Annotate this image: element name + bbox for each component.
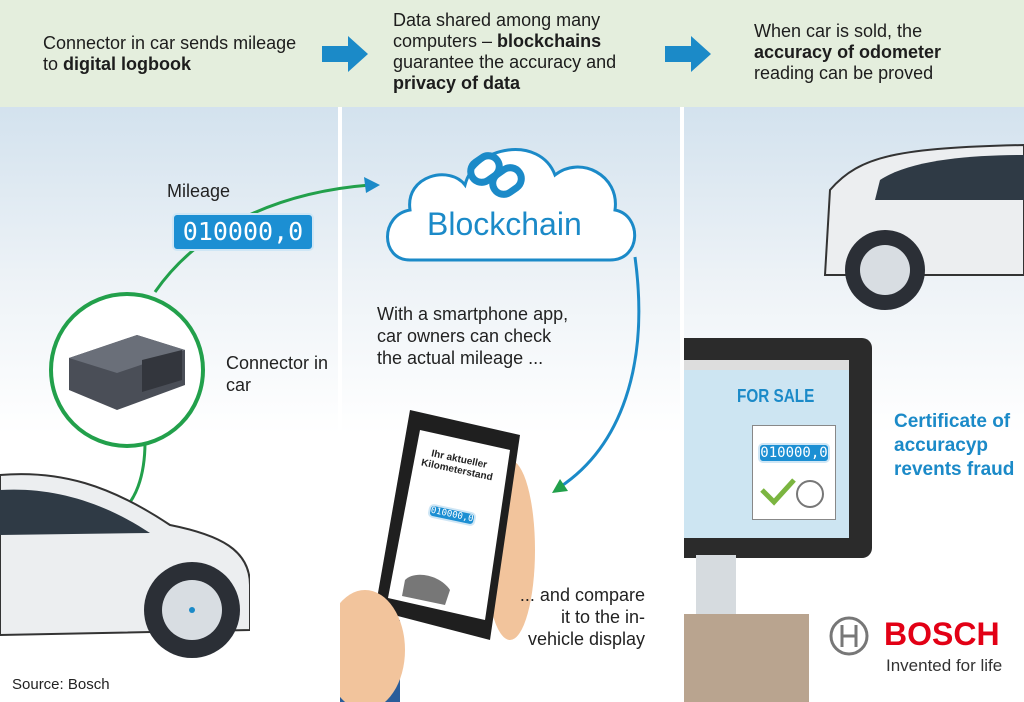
arrow-right-icon xyxy=(665,36,711,72)
divider xyxy=(338,107,342,702)
bosch-tagline: Invented for life xyxy=(886,656,1003,675)
compare-text: ... and compare it to the in-vehicle dis… xyxy=(519,585,645,649)
for-sale-label: FOR SALE xyxy=(737,386,815,406)
arrow-right-icon xyxy=(322,36,368,72)
checkmark-seal-icon xyxy=(760,478,824,508)
desk xyxy=(684,614,809,702)
odometer-display: 010000,0 xyxy=(172,213,314,251)
obd-connector-icon xyxy=(49,292,205,448)
blockchain-label: Blockchain xyxy=(427,206,582,242)
certificate-odometer: 010000,0 xyxy=(758,443,830,463)
certificate xyxy=(752,425,836,520)
step-1-text: Connector in car sends mileage to digita… xyxy=(43,33,297,74)
connector-label: Connector in car xyxy=(226,353,329,395)
step-3-text: When car is sold, the accuracy of odomet… xyxy=(754,21,942,83)
mileage-label: Mileage xyxy=(167,181,231,201)
smartphone-text: With a smartphone app, car owners can ch… xyxy=(377,304,569,368)
header-band xyxy=(0,0,1024,107)
bosch-logo-text: BOSCH xyxy=(884,616,1000,652)
source-text: Source: Bosch xyxy=(12,676,110,693)
car-for-sale-illustration xyxy=(823,143,1024,310)
divider xyxy=(680,107,684,702)
car-illustration xyxy=(0,473,250,658)
blockchain-cloud-icon xyxy=(386,148,637,262)
certificate-text: Certificate of accuracyp revents fraud xyxy=(894,411,1015,480)
monitor-stand xyxy=(696,555,736,615)
bosch-logo-icon xyxy=(829,616,869,656)
step-2-text: Data shared among many computers – block… xyxy=(393,10,617,93)
smartphone-hand-illustration xyxy=(340,410,535,702)
